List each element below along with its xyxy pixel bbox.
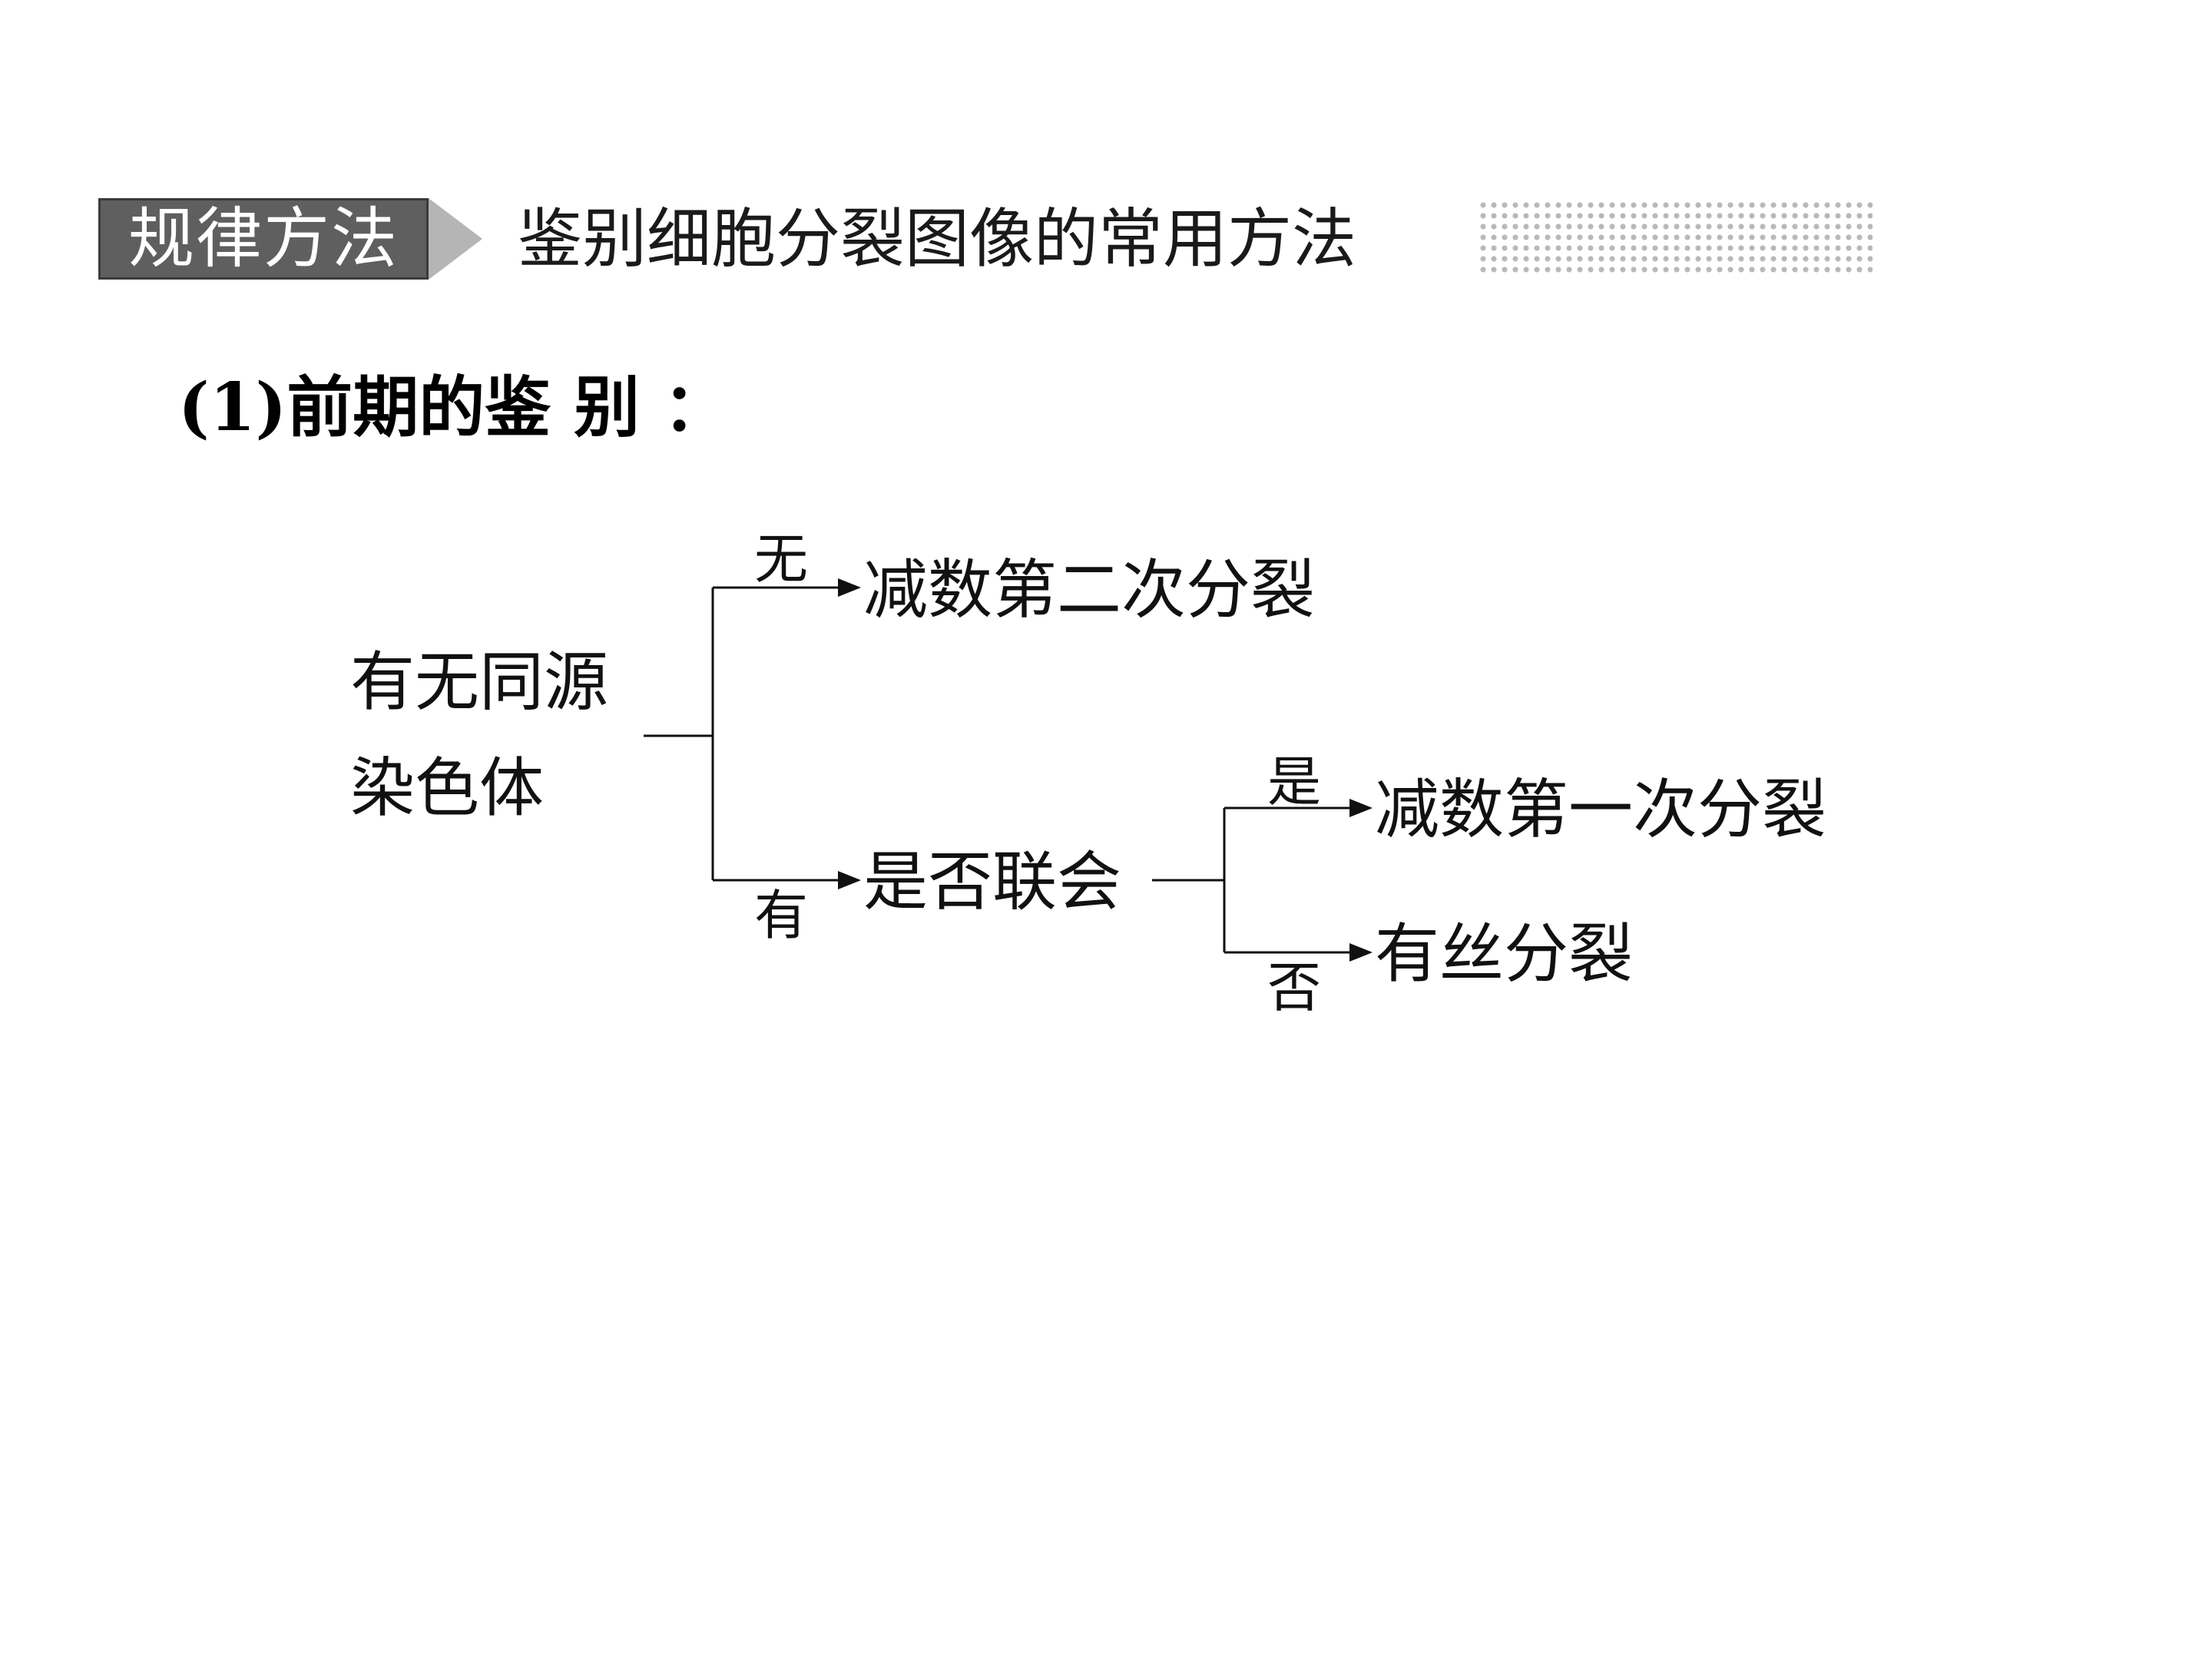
header-dot-pattern xyxy=(1478,200,1873,275)
sub-yes-label: 是 xyxy=(1267,750,1321,813)
branch-yes-label: 有 xyxy=(754,884,808,947)
sub-yes-result: 减数第一次分裂 xyxy=(1375,772,1827,847)
sub-no-result: 有丝分裂 xyxy=(1375,916,1634,992)
header-arrow-icon xyxy=(429,198,482,280)
root-node-line2: 染色体 xyxy=(350,750,545,826)
header-title: 鉴别细胞分裂图像的常用方法 xyxy=(518,201,1357,276)
sub-no-label: 否 xyxy=(1267,956,1321,1019)
subtitle: (1)前期的鉴 别 ： xyxy=(178,369,730,446)
branch-no-result: 减数第二次分裂 xyxy=(863,552,1316,628)
branch-yes-node: 是否联会 xyxy=(863,844,1122,919)
section-header: 规律方法 鉴别细胞分裂图像的常用方法 xyxy=(98,198,1873,280)
root-node-line1: 有无同源 xyxy=(350,644,609,720)
header-tag: 规律方法 xyxy=(98,198,429,280)
branch-no-label: 无 xyxy=(754,528,808,591)
